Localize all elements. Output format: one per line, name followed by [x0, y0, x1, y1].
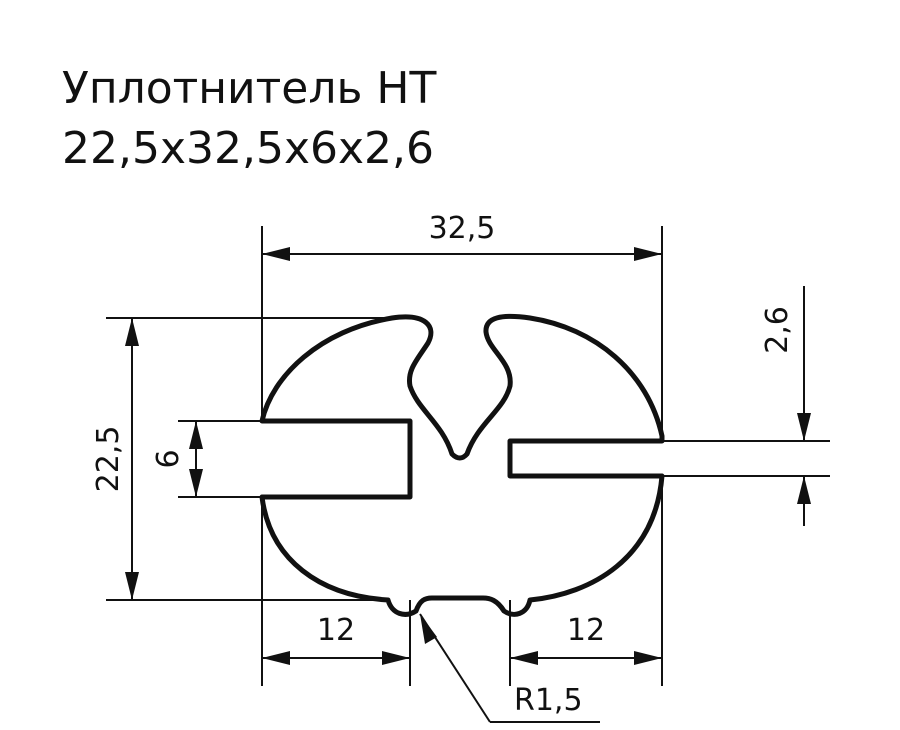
upper-lobe	[259, 313, 665, 617]
drawing-title: Уплотнитель НТ	[62, 63, 436, 114]
dimension-slot-height: 6	[151, 421, 203, 497]
seal-profile	[259, 313, 665, 617]
label-overall-height: 22,5	[91, 426, 126, 493]
label-overall-width: 32,5	[429, 211, 496, 246]
label-left-offset: 12	[317, 613, 355, 648]
radius-leader: R1,5	[419, 613, 600, 723]
extension-lines	[106, 226, 830, 686]
label-lip-thickness: 2,6	[760, 306, 795, 354]
dimension-overall-height: 22,5	[91, 318, 139, 600]
dimension-overall-width: 32,5	[262, 211, 662, 261]
dimension-lip-thickness: 2,6	[760, 286, 811, 526]
drawing-subtitle: 22,5х32,5х6х2,6	[62, 123, 434, 174]
label-radius: R1,5	[514, 683, 583, 718]
label-slot-height: 6	[151, 449, 186, 468]
dimension-right-offset: 12	[510, 613, 662, 665]
label-right-offset: 12	[567, 613, 605, 648]
dimension-left-offset: 12	[262, 613, 410, 665]
